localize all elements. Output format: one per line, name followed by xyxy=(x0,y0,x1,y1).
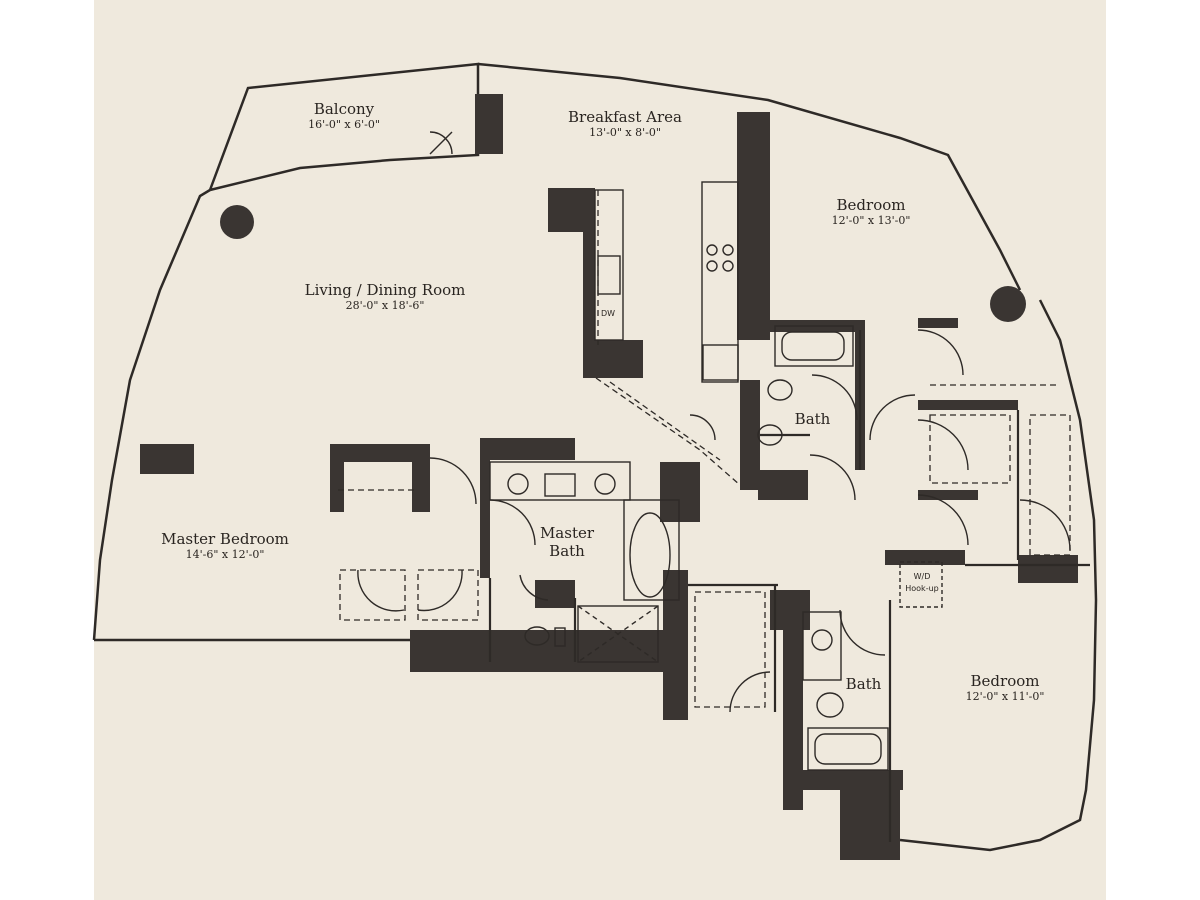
wall-block xyxy=(140,444,194,474)
door-swing xyxy=(1019,499,1071,551)
door-swing xyxy=(417,569,463,612)
room-label-bedroom-ne: Bedroom 12'-0" x 13'-0" xyxy=(806,196,936,228)
wall-block xyxy=(583,340,643,378)
room-label-breakfast: Breakfast Area 13'-0" x 8'-0" xyxy=(550,108,700,140)
door-swing xyxy=(519,574,549,601)
washer-dryer xyxy=(899,561,943,608)
closet-dashed xyxy=(417,569,479,621)
closet-dashed xyxy=(609,381,721,461)
bathtub xyxy=(629,512,671,598)
wall-block xyxy=(660,462,700,522)
door-swing xyxy=(689,414,716,441)
room-label-living: Living / Dining Room 28'-0" x 18'-6" xyxy=(290,281,480,313)
room-name: Breakfast Area xyxy=(568,108,682,126)
bathtub xyxy=(774,325,854,367)
wall-block xyxy=(475,94,503,154)
exterior-wall-top xyxy=(477,62,1022,291)
closet-dashed xyxy=(339,569,406,621)
door-swing xyxy=(917,419,969,471)
closet-dashed xyxy=(595,377,741,486)
washer-dryer-label: W/D xyxy=(913,572,931,581)
bathtub xyxy=(807,727,889,771)
closet-dashed xyxy=(694,591,766,708)
shower xyxy=(577,605,659,663)
door-swing xyxy=(839,609,886,656)
column xyxy=(220,205,254,239)
room-name: Living / Dining Room xyxy=(304,281,466,299)
exterior-wall xyxy=(92,188,211,641)
closet-dashed xyxy=(1029,414,1071,556)
wall-block xyxy=(583,188,595,343)
washer-dryer-sublabel: Hook-up xyxy=(905,584,939,593)
door-swing xyxy=(811,374,858,421)
wall-block xyxy=(410,630,680,672)
kitchen-counter xyxy=(701,181,739,383)
room-name: Bedroom xyxy=(970,672,1040,690)
wall-block xyxy=(330,444,430,462)
dishwasher-label: DW xyxy=(600,309,616,318)
balcony-outline xyxy=(208,62,480,192)
door-swing xyxy=(869,394,916,441)
room-name-line2: Bath xyxy=(549,542,585,560)
toilet xyxy=(816,692,844,718)
room-label-master-bedroom: Master Bedroom 14'-6" x 12'-0" xyxy=(150,530,300,562)
kitchen-counter xyxy=(594,189,624,341)
room-label-bath-se: Bath xyxy=(836,675,891,693)
wall-block xyxy=(412,462,430,512)
wall-block xyxy=(737,112,770,340)
toilet xyxy=(767,379,793,401)
wall-block xyxy=(783,610,803,810)
room-name: Master xyxy=(539,524,595,542)
wall-block xyxy=(480,438,490,578)
wall-block xyxy=(663,570,688,720)
room-name: Bath xyxy=(845,675,882,693)
vanity xyxy=(489,461,631,501)
wall-block xyxy=(918,490,978,500)
door-swing xyxy=(809,454,856,501)
door-swing xyxy=(357,569,405,612)
sink xyxy=(757,424,783,446)
wall-block xyxy=(918,318,958,328)
door-swing xyxy=(429,457,477,505)
room-dimensions: 13'-0" x 8'-0" xyxy=(589,126,661,139)
room-name: Master Bedroom xyxy=(161,530,289,548)
wall-block xyxy=(480,438,575,460)
wall-block xyxy=(1018,555,1078,583)
room-dimensions: 14'-6" x 12'-0" xyxy=(185,548,265,561)
room-dimensions: 28'-0" x 18'-6" xyxy=(345,299,425,312)
door-swing xyxy=(729,671,771,713)
door-swing xyxy=(917,329,964,376)
wall-block xyxy=(535,580,575,608)
wall-block xyxy=(330,462,344,512)
room-dimensions: 16'-0" x 6'-0" xyxy=(308,118,380,131)
room-dimensions: 12'-0" x 13'-0" xyxy=(831,214,911,227)
wall-block xyxy=(548,188,586,232)
room-name: Balcony xyxy=(313,100,375,118)
door-swing xyxy=(489,499,536,546)
toilet xyxy=(524,626,550,646)
room-name: Bedroom xyxy=(836,196,906,214)
door-swing xyxy=(917,494,969,546)
room-name: Bath xyxy=(794,410,831,428)
sink-counter xyxy=(802,611,842,681)
exterior-wall-east xyxy=(899,299,1098,852)
sink xyxy=(597,255,621,295)
wall-block xyxy=(758,470,808,500)
room-label-bedroom-se: Bedroom 12'-0" x 11'-0" xyxy=(940,672,1070,704)
room-label-master-bath: Master Bath xyxy=(532,524,602,560)
room-label-balcony: Balcony 16'-0" x 6'-0" xyxy=(284,100,404,132)
room-dimensions: 12'-0" x 11'-0" xyxy=(965,690,1045,703)
wall-block xyxy=(918,400,1018,410)
column xyxy=(990,286,1026,322)
closet-dashed xyxy=(929,414,1011,484)
wall-block xyxy=(740,380,760,490)
wall-block xyxy=(885,550,965,565)
room-label-bath-ne: Bath xyxy=(785,410,840,428)
